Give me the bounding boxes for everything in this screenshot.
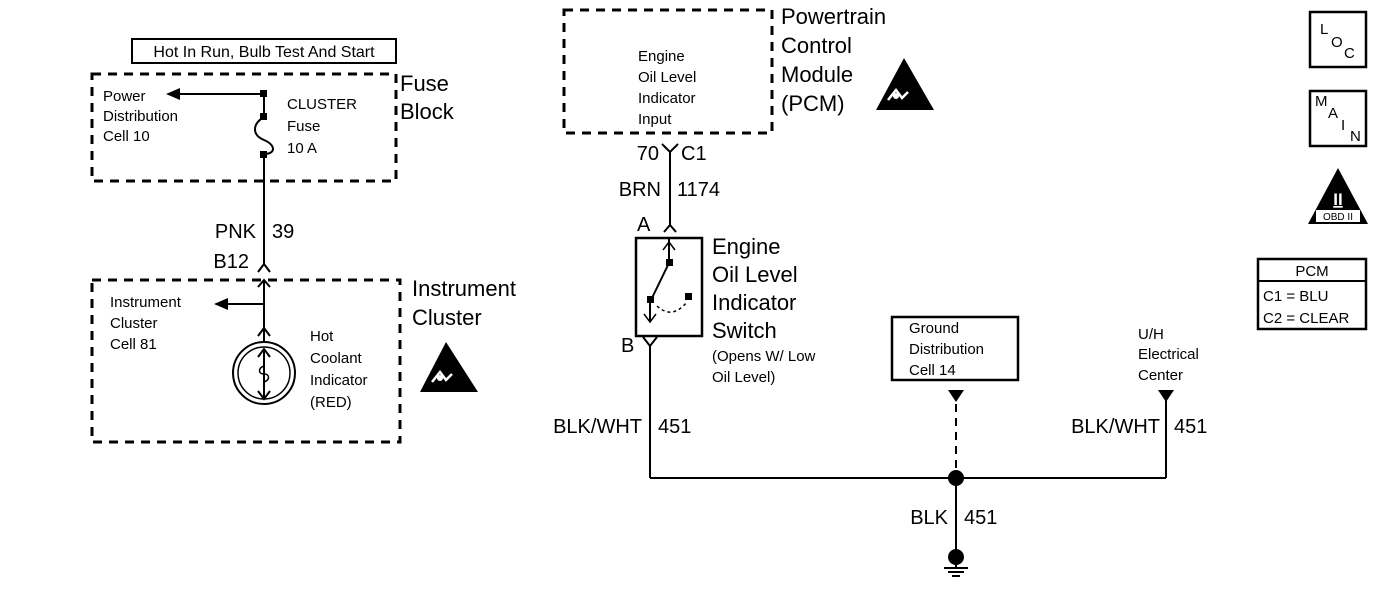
connector-b-icon [642,336,658,348]
oil-switch-title-3: Indicator [712,290,796,315]
ground-dist-2: Distribution [909,341,984,358]
loc-c: C [1344,45,1355,62]
ground-point-icon [948,549,964,565]
uh-center-3: Center [1138,367,1183,384]
oil-switch-title-2: Oil Level [712,262,798,287]
right-wire-circuit: 451 [1174,416,1207,438]
pcm-title-3: Module [781,62,853,87]
main-i: I [1341,117,1345,134]
pcm-table-row-1: C1 = BLU [1263,288,1328,305]
oil-switch-note-2: Oil Level) [712,369,775,386]
ref-arrow-down-icon [948,390,964,402]
brn-circuit: 1174 [677,179,720,201]
pnk-circuit: 39 [272,221,294,243]
connector-a-icon [663,223,677,233]
brn-color: BRN [619,179,661,201]
bottom-wire-color: BLK [910,507,948,529]
pin-b: B [621,335,634,357]
cluster-cell-1: Instrument [110,294,182,311]
esd-warning-icon [420,342,478,392]
ref-arrow-down-icon [1158,390,1174,402]
pcm-table-header: PCM [1295,263,1328,280]
header-label-box [131,38,397,64]
connector-b12-icon [257,262,271,273]
ground-dist-box [890,315,1020,382]
b12-connector: B12 [213,251,249,273]
arrow-left-icon [166,88,180,100]
fuse-label-1: CLUSTER [287,96,357,113]
indicator-label-3: Indicator [310,372,368,389]
fuse-block-outline [90,72,398,183]
obd-ii-icon: II OBD II [1308,168,1368,224]
pcm-table-row-2: C2 = CLEAR [1263,310,1349,327]
pcm-title-4: (PCM) [781,91,845,116]
indicator-label-4: (RED) [310,394,352,411]
pcm-table [1256,257,1368,331]
instrument-cluster-title-1: Instrument [412,276,516,301]
fuse-block-title-1: Fuse [400,71,449,96]
main-badge [1308,89,1368,148]
switch-contact-icon [650,262,670,301]
obd-label: OBD II [1323,212,1353,223]
fuse-label-2: Fuse [287,118,320,135]
pcm-input-3: Indicator [638,90,696,107]
bottom-wire-circuit: 451 [964,507,997,529]
uh-center-2: Electrical [1138,346,1199,363]
pcm-title-1: Powertrain [781,4,886,29]
arrow-left-icon [214,298,228,310]
pcm-connector: C1 [681,143,707,165]
main-n: N [1350,128,1361,145]
oil-switch-title-1: Engine [712,234,781,259]
pcm-outline [562,8,774,135]
left-wire-circuit: 451 [658,416,691,438]
ground-dist-3: Cell 14 [909,362,956,379]
indicator-bulb-icon [232,341,296,405]
fuse-icon [254,116,274,155]
oil-switch-title-4: Switch [712,318,777,343]
obd-numeral: II [1333,190,1342,209]
pcm-title-2: Control [781,33,852,58]
loc-badge [1308,10,1368,69]
power-dist-line-3: Cell 10 [103,128,150,145]
pcm-pin: 70 [637,143,659,165]
pin-a: A [637,214,651,236]
indicator-label-1: Hot [310,328,334,345]
uh-center-1: U/H [1138,326,1164,343]
right-wire-color: BLK/WHT [1071,416,1160,438]
header-label: Hot In Run, Bulb Test And Start [153,44,375,61]
power-dist-line-1: Power [103,88,146,105]
ground-dist-1: Ground [909,320,959,337]
esd-warning-icon [876,58,934,110]
main-m: M [1315,93,1328,110]
splice-icon [948,470,964,486]
instrument-cluster-outline [90,278,402,444]
ground-icon [944,565,968,577]
left-wire-color: BLK/WHT [553,416,642,438]
power-dist-line-2: Distribution [103,108,178,125]
cluster-cell-3: Cell 81 [110,336,157,353]
main-a: A [1328,105,1338,122]
indicator-label-2: Coolant [310,350,363,367]
oil-switch-note-1: (Opens W/ Low [712,348,816,365]
instrument-cluster-title-2: Cluster [412,305,482,330]
pcm-input-1: Engine [638,48,685,65]
pnk-color: PNK [215,221,257,243]
pcm-input-4: Input [638,111,672,128]
fuse-label-3: 10 A [287,140,317,157]
fuse-block-title-2: Block [400,99,455,124]
connector-c1-icon [661,143,679,154]
loc-l: L [1320,21,1328,38]
pcm-input-2: Oil Level [638,69,696,86]
cluster-cell-2: Cluster [110,315,158,332]
loc-o: O [1331,34,1343,51]
